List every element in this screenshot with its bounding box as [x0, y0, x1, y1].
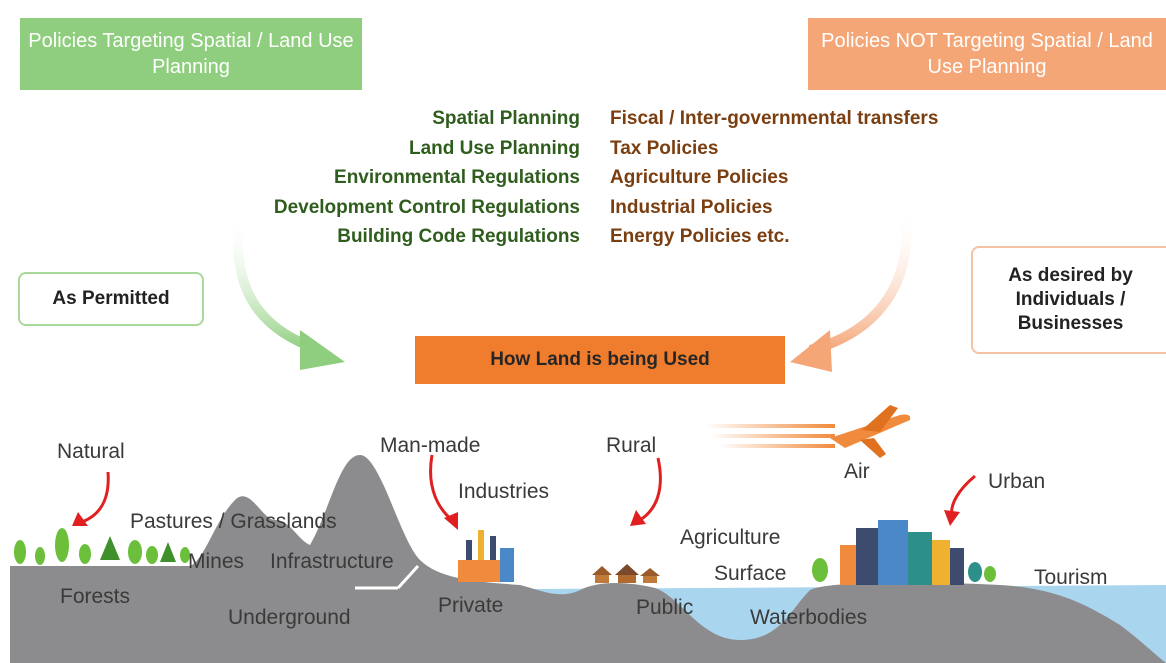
- other-policy-item: Tax Policies: [610, 137, 719, 159]
- spatial-policy-item: Environmental Regulations: [334, 167, 580, 188]
- land-use-center-box: How Land is being Used: [415, 336, 785, 384]
- other-policy-list: Fiscal / Inter-governmental transfers Ta…: [610, 104, 938, 252]
- label-natural: Natural: [57, 440, 125, 463]
- airplane-illustration: [705, 405, 911, 458]
- spatial-policy-item: Spatial Planning: [432, 108, 580, 129]
- factory-illustration: [458, 530, 514, 582]
- as-desired-box: As desired by Individuals / Businesses: [971, 246, 1166, 354]
- orange-curved-arrow: [790, 209, 912, 372]
- label-surface: Surface: [714, 562, 787, 585]
- label-pastures: Pastures / Grasslands: [130, 510, 337, 533]
- as-permitted-box: As Permitted: [18, 272, 204, 326]
- label-underground: Underground: [228, 606, 351, 629]
- terrain: [10, 455, 1166, 663]
- label-agriculture: Agriculture: [680, 526, 781, 549]
- label-air: Air: [844, 460, 870, 483]
- label-tourism: Tourism: [1034, 566, 1108, 589]
- label-public: Public: [636, 596, 694, 619]
- label-forests: Forests: [60, 585, 131, 608]
- other-policy-item: Industrial Policies: [610, 196, 773, 218]
- other-policy-item: Fiscal / Inter-governmental transfers: [610, 108, 939, 129]
- spatial-policy-item: Land Use Planning: [408, 137, 580, 159]
- underground-pointer: [355, 564, 420, 590]
- label-urban: Urban: [988, 470, 1046, 493]
- header-non-spatial-policies: Policies NOT Targeting Spatial / Land Us…: [808, 18, 1166, 90]
- village-huts: [592, 564, 660, 583]
- city-buildings: [812, 520, 996, 585]
- green-curved-arrow: [233, 214, 345, 370]
- label-industries: Industries: [458, 480, 550, 503]
- header-spatial-policies: Policies Targeting Spatial / Land Use Pl…: [20, 18, 362, 90]
- label-waterbodies: Waterbodies: [750, 606, 868, 629]
- label-infrastructure: Infrastructure: [270, 550, 394, 573]
- spatial-policy-list: Spatial Planning Land Use Planning Envir…: [274, 104, 580, 252]
- red-pointer-arrows: [72, 454, 976, 530]
- label-private: Private: [438, 594, 504, 617]
- label-mines: Mines: [188, 550, 245, 573]
- label-rural: Rural: [606, 434, 657, 457]
- other-policy-item: Energy Policies etc.: [610, 226, 790, 247]
- spatial-policy-item: Building Code Regulations: [337, 226, 580, 247]
- spatial-policy-item: Development Control Regulations: [273, 196, 580, 218]
- other-policy-item: Agriculture Policies: [610, 167, 789, 188]
- forest-trees: [14, 528, 190, 565]
- label-man-made: Man-made: [380, 434, 481, 457]
